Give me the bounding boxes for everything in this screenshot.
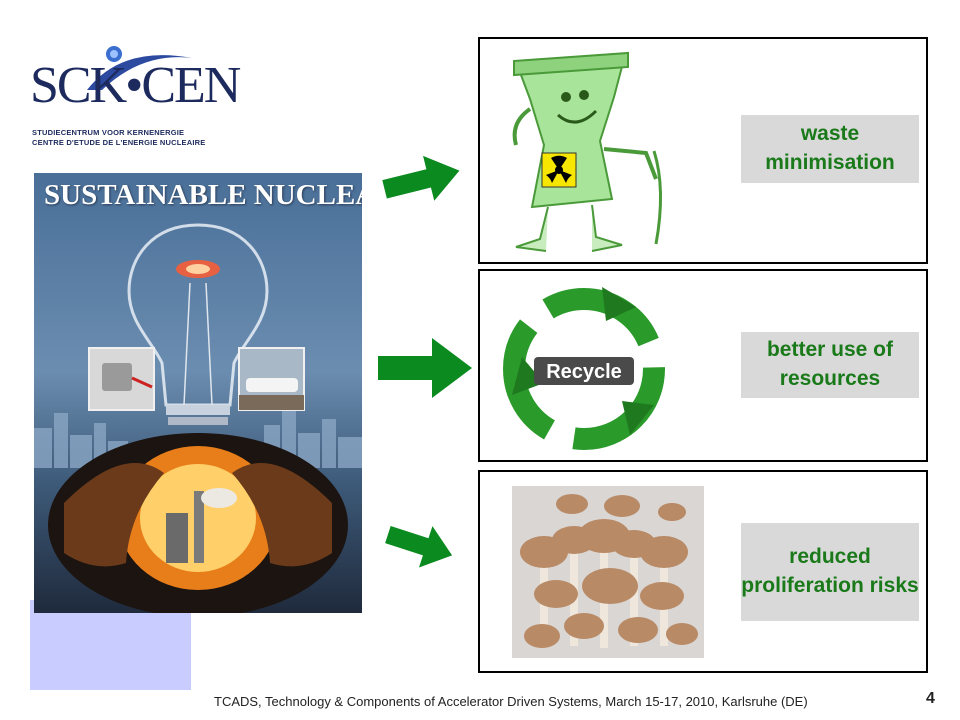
- glowing-hands-illustration: [48, 433, 348, 613]
- logo-subtitle-fr: CENTRE D'ETUDE DE L'ENERGIE NUCLEAIRE: [32, 138, 206, 147]
- poster-illustration: [34, 223, 362, 613]
- electric-plug-photo: [88, 347, 155, 411]
- train-photo: [238, 347, 305, 411]
- poster-title: SUSTAINABLE NUCLEAR POWER: [44, 179, 362, 211]
- sck-cen-logo: SCK•CEN STUDIECENTRUM VOOR KERNENERGIE C…: [22, 40, 241, 150]
- footer-conference-text: TCADS, Technology & Components of Accele…: [214, 694, 808, 709]
- lightbulb-icon: [127, 223, 269, 425]
- label-reduced-proliferation-risks: reduced proliferation risks: [741, 523, 919, 621]
- logo-wordmark: SCK•CEN: [30, 57, 241, 114]
- mushrooms-photo: [512, 486, 704, 658]
- arrow-right-icon-1: [382, 155, 460, 201]
- arrow-right-icon-2: [378, 338, 472, 398]
- recycle-symbol-icon: Recycle: [503, 287, 665, 450]
- page-number: 4: [926, 690, 935, 707]
- logo-swoosh-icon: [87, 46, 192, 90]
- radioactive-waste-bin-mascot-icon: [512, 51, 662, 252]
- logo-subtitle-nl: STUDIECENTRUM VOOR KERNENERGIE: [32, 128, 185, 137]
- label-waste-minimisation: waste minimisation: [741, 115, 919, 183]
- label-better-use-of-resources: better use of resources: [741, 332, 919, 398]
- decorative-blue-block: [30, 600, 191, 690]
- panel-waste-minimisation: [478, 37, 928, 264]
- arrow-right-icon-3: [385, 526, 453, 568]
- recycle-label: Recycle: [546, 361, 622, 383]
- sustainable-nuclear-power-poster: SUSTAINABLE NUCLEAR POWER: [34, 173, 362, 613]
